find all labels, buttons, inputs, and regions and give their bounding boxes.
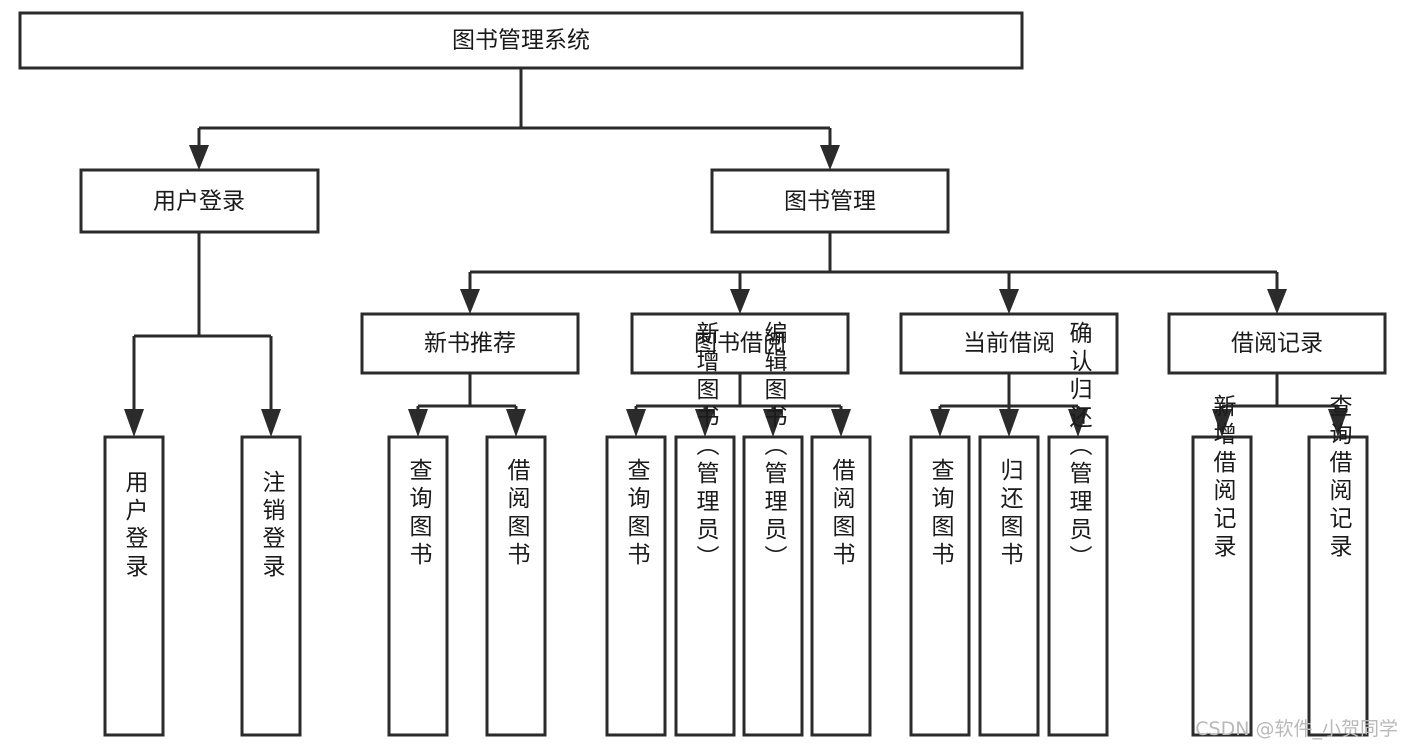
node-new-book-recommend-label: 新书推荐 xyxy=(424,331,516,357)
leaf-add-record-label: 新增借阅记录 xyxy=(1209,394,1237,562)
leaf-borrow-book-2-box[interactable] xyxy=(810,435,872,737)
leaf-query-record[interactable]: 查询借阅记录 xyxy=(1307,394,1369,737)
node-root-box[interactable] xyxy=(18,11,1024,70)
leaf-query-book-2-box[interactable] xyxy=(605,435,667,737)
leaf-query-book-1-label: 查询图书 xyxy=(405,458,433,570)
node-user-login-label: 用户登录 xyxy=(153,189,245,215)
node-book-manage-box[interactable] xyxy=(710,168,950,234)
leaf-user-login-box[interactable] xyxy=(103,435,165,737)
leaf-borrow-book-2[interactable]: 借阅图书 xyxy=(810,435,872,737)
node-user-login-box[interactable] xyxy=(79,168,320,234)
leaf-borrow-book-2-label: 借阅图书 xyxy=(828,458,856,570)
leaf-edit-book-label: 编辑图书（管理员） xyxy=(760,321,788,573)
leaf-return-book-label: 归还图书 xyxy=(996,458,1024,570)
node-book-borrow[interactable]: 图书借阅 xyxy=(630,312,850,375)
arrow-head-new-book-recommend xyxy=(460,289,480,314)
arrow-head-leaf-edit-book xyxy=(763,409,783,437)
node-book-borrow-box[interactable] xyxy=(630,312,850,375)
leaf-user-logout-box[interactable] xyxy=(240,435,302,737)
leaf-query-book-3-label: 查询图书 xyxy=(927,458,955,570)
node-book-manage[interactable]: 图书管理 xyxy=(710,168,950,234)
arrow-head-leaf-add-record xyxy=(1212,409,1232,437)
arrow-head-leaf-borrow-book-1 xyxy=(506,409,526,437)
leaf-user-login-label: 用户登录 xyxy=(121,470,149,582)
leaf-return-book[interactable]: 归还图书 xyxy=(978,435,1040,737)
arrow-head-leaf-query-book-1 xyxy=(408,409,428,437)
leaf-confirm-return-box[interactable] xyxy=(1047,435,1109,737)
leaf-return-book-box[interactable] xyxy=(978,435,1040,737)
arrow-head-leaf-user-logout xyxy=(261,409,281,437)
node-book-borrow-label: 图书借阅 xyxy=(694,331,786,357)
arrow-head-leaf-query-record xyxy=(1328,409,1348,437)
node-current-borrow[interactable]: 当前借阅 xyxy=(899,312,1119,375)
leaf-add-book-box[interactable] xyxy=(674,435,736,737)
leaf-confirm-return[interactable]: 确认归还（管理员） xyxy=(1047,321,1109,737)
leaf-add-book[interactable]: 新增图书（管理员） xyxy=(674,321,736,737)
arrow-head-current-borrow xyxy=(999,289,1019,314)
leaf-query-book-1-box[interactable] xyxy=(387,435,449,737)
arrow-head-leaf-return-book xyxy=(999,409,1019,437)
connector-layer xyxy=(124,68,1348,437)
node-borrow-record[interactable]: 借阅记录 xyxy=(1167,312,1387,375)
arrow-head-book-manage xyxy=(820,145,840,170)
leaf-user-logout-label: 注销登录 xyxy=(258,470,286,582)
leaf-query-book-2-label: 查询图书 xyxy=(623,458,651,570)
arrow-head-leaf-query-book-3 xyxy=(930,409,950,437)
node-borrow-record-label: 借阅记录 xyxy=(1231,331,1323,357)
leaf-add-record-box[interactable] xyxy=(1191,435,1253,737)
leaf-query-book-3-box[interactable] xyxy=(909,435,971,737)
leaf-user-login[interactable]: 用户登录 xyxy=(103,435,165,737)
leaf-add-book-label: 新增图书（管理员） xyxy=(692,321,720,573)
node-borrow-record-box[interactable] xyxy=(1167,312,1387,375)
node-current-borrow-label: 当前借阅 xyxy=(963,331,1055,357)
leaf-edit-book-box[interactable] xyxy=(742,435,804,737)
leaf-add-record[interactable]: 新增借阅记录 xyxy=(1191,394,1253,737)
arrow-head-leaf-user-login xyxy=(124,409,144,437)
leaf-query-book-2[interactable]: 查询图书 xyxy=(605,435,667,737)
leaf-query-record-label: 查询借阅记录 xyxy=(1325,394,1353,562)
leaf-query-book-1[interactable]: 查询图书 xyxy=(387,435,449,737)
arrow-head-leaf-query-book-2 xyxy=(626,409,646,437)
leaf-borrow-book-1-label: 借阅图书 xyxy=(503,458,531,570)
arrow-head-borrow-record xyxy=(1267,289,1287,314)
leaf-borrow-book-1[interactable]: 借阅图书 xyxy=(485,435,547,737)
leaf-edit-book[interactable]: 编辑图书（管理员） xyxy=(742,321,804,737)
arrow-head-leaf-borrow-book-2 xyxy=(831,409,851,437)
arrow-head-book-borrow xyxy=(730,289,750,314)
arrow-head-leaf-confirm-return xyxy=(1068,409,1088,437)
node-new-book-recommend-box[interactable] xyxy=(360,312,580,375)
node-root[interactable]: 图书管理系统 xyxy=(18,11,1024,70)
leaf-query-record-box[interactable] xyxy=(1307,435,1369,737)
node-new-book-recommend[interactable]: 新书推荐 xyxy=(360,312,580,375)
node-book-manage-label: 图书管理 xyxy=(784,189,876,215)
node-user-login[interactable]: 用户登录 xyxy=(79,168,320,234)
leaf-borrow-book-1-box[interactable] xyxy=(485,435,547,737)
leaf-query-book-3[interactable]: 查询图书 xyxy=(909,435,971,737)
arrow-head-user-login xyxy=(189,145,209,170)
csdn-watermark: CSDN @软件_小贺同学 xyxy=(1195,718,1398,740)
leaf-user-logout[interactable]: 注销登录 xyxy=(240,435,302,737)
node-root-label: 图书管理系统 xyxy=(452,28,590,54)
arrow-head-leaf-add-book xyxy=(695,409,715,437)
leaf-confirm-return-label: 确认归还（管理员） xyxy=(1065,321,1093,573)
node-current-borrow-box[interactable] xyxy=(899,312,1119,375)
